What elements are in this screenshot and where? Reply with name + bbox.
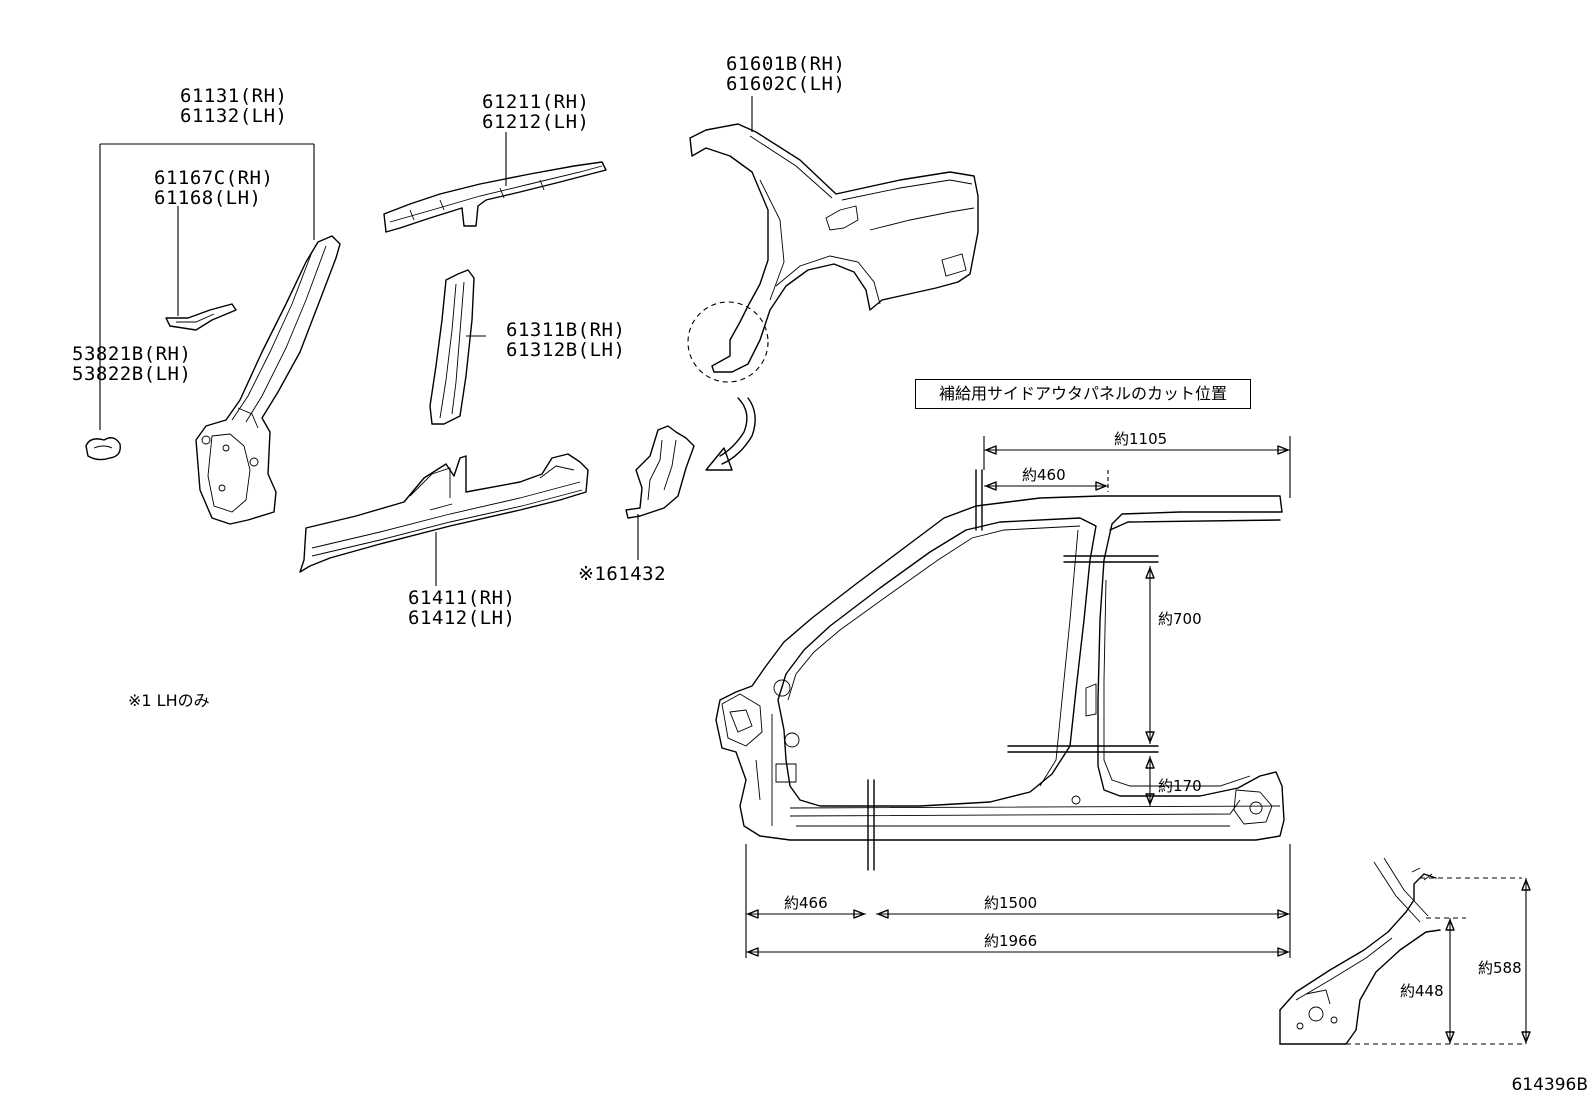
part-61131-drawing (195, 235, 341, 525)
detail-circle (687, 301, 769, 383)
diagram-code: 614396B (1511, 1075, 1588, 1095)
detail-arrow (705, 397, 756, 471)
label-61311-lh: 61312B(LH) (506, 339, 626, 361)
dim-1966: 約1966 (984, 932, 1038, 950)
leader-lines (99, 96, 753, 586)
label-61167-rh: 61167C(RH) (154, 167, 274, 189)
label-61311: 61311B(RH) 61312B(LH) (506, 320, 625, 360)
dim-466: 約466 (784, 894, 828, 912)
label-61131-lh: 61132(LH) (180, 105, 288, 127)
part-61601-drawing (689, 123, 979, 373)
dimension-lines (745, 436, 1291, 958)
lh-only-note: ※1 LHのみ (128, 691, 210, 710)
label-61601-rh: 61601B(RH) (726, 53, 846, 75)
dim-1500: 約1500 (984, 894, 1038, 912)
label-61601: 61601B(RH) 61602C(LH) (726, 54, 845, 94)
cut-position-title: 補給用サイドアウタパネルのカット位置 (915, 379, 1251, 409)
part-61432-drawing (625, 425, 695, 519)
label-61411-lh: 61412(LH) (408, 607, 516, 629)
label-53821-lh: 53822B(LH) (72, 363, 192, 385)
label-61167: 61167C(RH) 61168(LH) (154, 168, 273, 208)
dim-460: 約460 (1022, 466, 1066, 484)
label-61411-rh: 61411(RH) (408, 587, 516, 609)
label-61311-rh: 61311B(RH) (506, 319, 626, 341)
label-61211-lh: 61212(LH) (482, 111, 590, 133)
label-61601-lh: 61602C(LH) (726, 73, 846, 95)
label-61411: 61411(RH) 61412(LH) (408, 588, 515, 628)
label-61131-rh: 61131(RH) (180, 85, 288, 107)
label-61432-text: ※161432 (578, 563, 667, 585)
label-53821-rh: 53821B(RH) (72, 343, 192, 365)
part-53821-drawing (85, 437, 121, 461)
dim-588: 約588 (1478, 959, 1522, 977)
part-61311-drawing (429, 269, 475, 425)
dim-700: 約700 (1158, 610, 1202, 628)
part-61211-drawing (383, 161, 607, 233)
label-61211: 61211(RH) 61212(LH) (482, 92, 589, 132)
dim-170: 約170 (1158, 777, 1202, 795)
side-panel-view (715, 469, 1285, 871)
label-61432: ※161432 (578, 564, 666, 584)
label-53821: 53821B(RH) 53822B(LH) (72, 344, 191, 384)
wheelhouse-view (1279, 857, 1531, 1045)
dim-448: 約448 (1400, 982, 1444, 1000)
part-61167-drawing (165, 303, 237, 331)
dim-1105: 約1105 (1114, 430, 1168, 448)
label-61131: 61131(RH) 61132(LH) (180, 86, 287, 126)
label-61211-rh: 61211(RH) (482, 91, 590, 113)
label-61167-lh: 61168(LH) (154, 187, 262, 209)
part-61411-drawing (299, 453, 589, 573)
